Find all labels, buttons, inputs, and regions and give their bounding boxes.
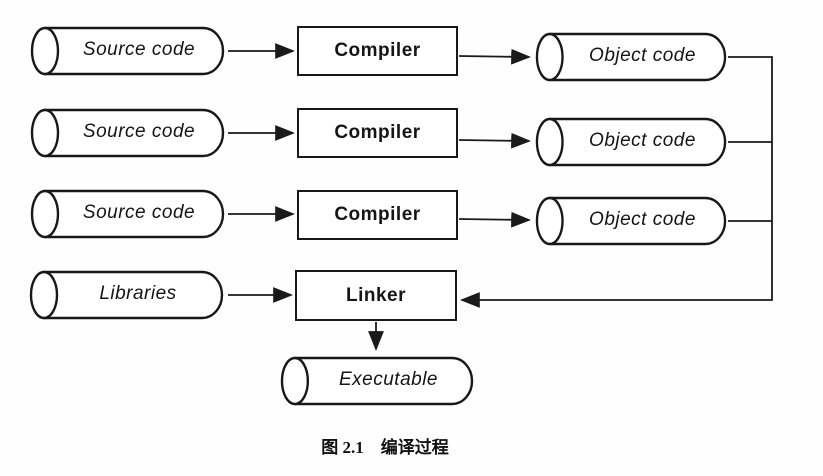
cylinder-icon — [280, 356, 474, 406]
node-compiler-1: Compiler — [297, 26, 458, 76]
node-label: Executable — [338, 369, 438, 390]
node-label: Object code — [589, 130, 696, 151]
figure-caption: 图 2.1 编译过程 — [321, 438, 449, 457]
node-linker: Linker — [295, 270, 457, 321]
node-label: Compiler — [334, 40, 421, 61]
node-label: Source code — [82, 39, 196, 60]
cylinder-icon — [30, 108, 225, 158]
node-compiler-3: Compiler — [297, 190, 458, 240]
node-label: Source code — [82, 202, 196, 223]
node-label: Compiler — [334, 122, 421, 143]
node-label: Libraries — [99, 283, 177, 304]
node-label: Compiler — [334, 204, 421, 225]
cylinder-icon — [535, 117, 727, 167]
cylinder-icon — [29, 270, 224, 320]
cylinder-icon — [535, 32, 727, 82]
node-executable: Executable — [278, 355, 477, 407]
cylinder-icon — [30, 189, 225, 239]
cylinder-icon — [535, 196, 727, 246]
node-label: Object code — [589, 209, 696, 230]
node-object-code-1: Object code — [533, 31, 730, 83]
node-object-code-2: Object code — [533, 116, 730, 168]
node-object-code-3: Object code — [533, 195, 730, 247]
node-label: Linker — [345, 284, 407, 306]
node-compiler-2: Compiler — [297, 108, 458, 158]
cylinder-icon — [30, 26, 225, 76]
node-source-code-2: Source code — [28, 107, 228, 159]
node-libraries: Libraries — [27, 269, 227, 321]
node-label: Object code — [589, 45, 696, 66]
node-source-code-1: Source code — [28, 25, 228, 77]
node-label: Source code — [82, 121, 196, 142]
node-source-code-3: Source code — [28, 188, 228, 240]
